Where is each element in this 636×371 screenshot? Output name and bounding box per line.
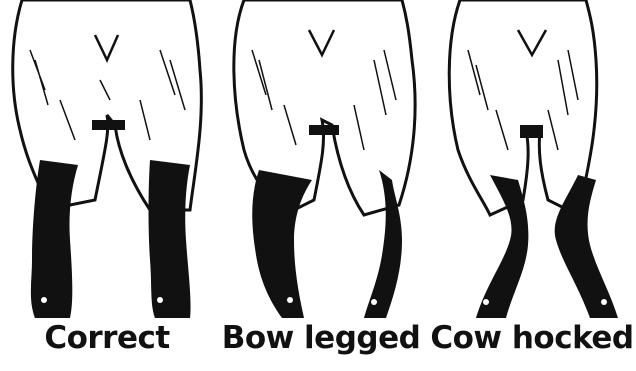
- caption-correct: Correct: [0, 320, 214, 356]
- bow-legged-illustration: [214, 0, 428, 320]
- cow-hocked-illustration: [428, 0, 636, 320]
- panel-bow-legged: Bow legged: [214, 0, 428, 371]
- caption-bow-legged: Bow legged: [214, 320, 428, 356]
- panel-cow-hocked: Cow hocked: [428, 0, 636, 371]
- correct-legs-illustration: [0, 0, 214, 320]
- panel-correct: Correct: [0, 0, 214, 371]
- caption-cow-hocked: Cow hocked: [428, 320, 636, 356]
